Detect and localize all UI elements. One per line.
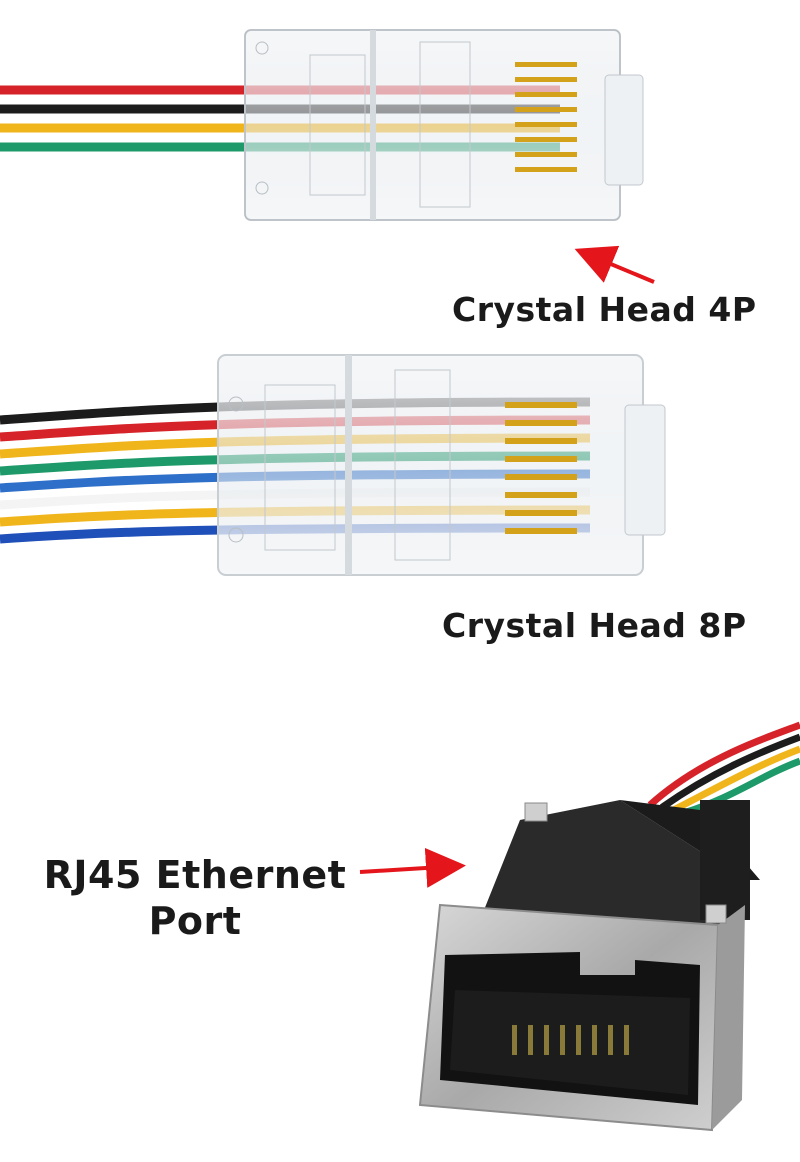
gold-contacts-4p xyxy=(515,62,577,172)
port-pin xyxy=(592,1025,597,1055)
gold-contact xyxy=(515,137,577,142)
gold-contact xyxy=(505,438,577,444)
gold-contact xyxy=(505,402,577,408)
gold-contact xyxy=(515,122,577,127)
gold-contacts-8p xyxy=(505,402,577,534)
wire xyxy=(659,733,800,811)
wire xyxy=(647,721,800,808)
port-pin xyxy=(608,1025,613,1055)
port-pins xyxy=(512,1025,629,1055)
arrow-4p xyxy=(574,245,655,284)
gold-contact xyxy=(505,474,577,480)
latch-4p xyxy=(604,74,644,186)
port-pin xyxy=(544,1025,549,1055)
label-rj45-line1: RJ45 Ethernet xyxy=(43,853,347,897)
gold-contact xyxy=(515,62,577,67)
plug-body-8p xyxy=(217,354,644,576)
arrow-port xyxy=(359,847,466,888)
latch-8p xyxy=(624,404,666,536)
gold-contact xyxy=(505,420,577,426)
rj45-ethernet-port xyxy=(418,721,800,1132)
port-housing-top xyxy=(480,800,745,925)
gold-contact xyxy=(515,152,577,157)
crystal-head-4p xyxy=(0,29,644,221)
gold-contact xyxy=(515,167,577,172)
port-pin xyxy=(576,1025,581,1055)
label-rj45-line2: Port xyxy=(148,899,242,943)
gold-contact xyxy=(515,92,577,97)
gold-contact xyxy=(505,492,577,498)
port-pin xyxy=(528,1025,533,1055)
label-rj45-port: RJ45 Ethernet Port xyxy=(40,852,350,944)
label-crystal-head-8p: Crystal Head 8P xyxy=(442,606,747,645)
crystal-head-8p xyxy=(0,354,666,576)
gold-contact xyxy=(505,510,577,516)
wire xyxy=(672,745,800,813)
wires-port xyxy=(647,721,800,816)
gold-contact xyxy=(505,528,577,534)
gold-contact xyxy=(515,107,577,112)
gold-contact xyxy=(515,77,577,82)
port-pin xyxy=(560,1025,565,1055)
port-pin xyxy=(624,1025,629,1055)
port-pin xyxy=(512,1025,517,1055)
gold-contact xyxy=(505,456,577,462)
label-crystal-head-4p: Crystal Head 4P xyxy=(452,290,757,329)
